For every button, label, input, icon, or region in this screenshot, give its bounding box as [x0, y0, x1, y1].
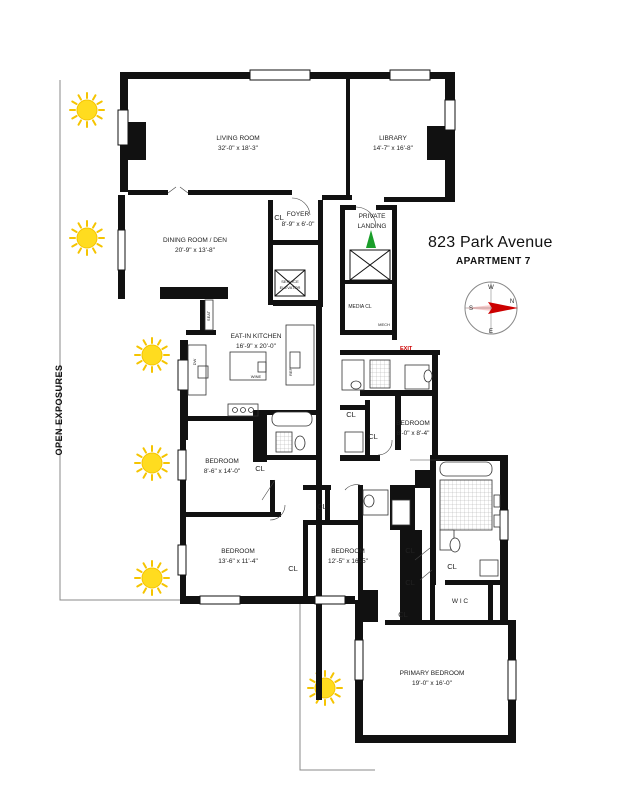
compass-w: W	[488, 285, 494, 291]
bedroom-3-dims: 13'-6" x 11'-4"	[218, 558, 258, 565]
seat-label: SEAT	[206, 310, 211, 321]
kitchen-fixtures	[187, 299, 315, 417]
closet-label: CL	[405, 578, 415, 587]
closet-label: CL	[274, 213, 284, 222]
open-exposures-label: OPEN EXPOSURES	[54, 364, 64, 456]
bedroom-1-dims: 8'-6" x 14'-0"	[204, 468, 241, 475]
closet-label: CL	[346, 410, 356, 419]
sun-icon	[69, 220, 105, 256]
compass-n: N	[510, 299, 514, 305]
landing-north-icon	[366, 230, 376, 248]
compass-s: S	[469, 306, 473, 312]
bedroom-4-dims: 12'-5" x 16'-5"	[328, 558, 369, 565]
dining-room-name: DINING ROOM / DEN	[163, 237, 227, 244]
bedroom-3-name: BEDROOM	[221, 548, 255, 555]
library-dims: 14'-7" x 16'-8"	[373, 145, 414, 152]
closet-label: CL	[317, 502, 327, 511]
dw-label: DW	[192, 358, 197, 365]
closet-label: CL	[255, 464, 265, 473]
bedroom-4-name: BEDROOM	[331, 548, 365, 555]
service-elevator-label-2: ELEVATOR	[280, 285, 301, 290]
open-exposure-boundary	[59, 80, 375, 771]
primary-bedroom-name: PRIMARY BEDROOM	[400, 670, 465, 677]
apartment-subtitle: APARTMENT 7	[456, 256, 531, 267]
library-name: LIBRARY	[379, 135, 407, 142]
compass-e: E	[489, 329, 493, 335]
exit-label: EXIT	[400, 346, 413, 352]
walls	[118, 72, 516, 743]
sun-icon	[134, 445, 170, 481]
sun-icon	[134, 560, 170, 596]
living-room-dims: 32'-0" x 18'-3"	[218, 145, 259, 152]
elevator-box	[274, 249, 391, 297]
address-title: 823 Park Avenue	[428, 234, 553, 251]
mech-label: MECH	[378, 322, 390, 327]
closet-label: CL	[405, 546, 415, 555]
living-room-name: LIVING ROOM	[216, 135, 259, 142]
closet-label: CL	[288, 564, 298, 573]
primary-bedroom-dims: 19'-0" x 16'-0"	[412, 680, 453, 687]
bedroom-2-dims: 8'-0" x 8'-4"	[397, 430, 430, 437]
private-landing-name-2: LANDING	[358, 223, 387, 230]
closet-label: CL	[368, 432, 378, 441]
compass-icon	[464, 281, 518, 335]
kitchen-dims: 16'-9" x 20'-0"	[236, 343, 277, 350]
bedroom-1-name: BEDROOM	[205, 458, 239, 465]
service-elevator-label-1: SERVICE	[281, 279, 299, 284]
media-closet-label: MEDIA CL	[348, 304, 372, 310]
foyer-dims: 8'-9" x 6'-0"	[282, 221, 315, 228]
sun-icon	[307, 670, 343, 706]
bath-fixtures	[271, 359, 501, 577]
dining-room-dims: 20'-9" x 13'-8"	[175, 247, 216, 254]
kitchen-name: EAT-IN KITCHEN	[231, 333, 282, 340]
foyer-name: FOYER	[287, 211, 310, 218]
sun-icon	[134, 337, 170, 373]
closet-label: CL	[447, 562, 457, 571]
private-landing-name-1: PRIVATE	[359, 213, 387, 220]
wine-label: WINE	[251, 374, 262, 379]
windows	[117, 69, 517, 701]
ref-label: REF	[288, 367, 293, 376]
door-swings	[167, 186, 440, 581]
closet-label: CL	[398, 610, 408, 619]
bedroom-2-name: BEDROOM	[396, 420, 430, 427]
sun-icon	[69, 92, 105, 128]
wic-label: W I C	[452, 598, 469, 605]
